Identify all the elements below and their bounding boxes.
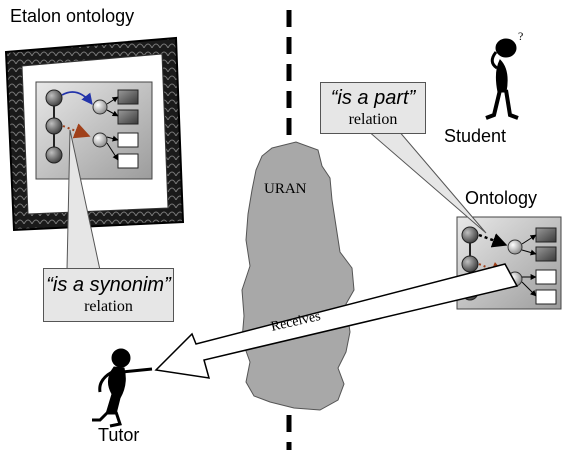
etalon-link-3	[106, 135, 119, 142]
student-label: Student	[444, 126, 507, 146]
tutor-back-arm	[98, 370, 113, 393]
etalon-sphere-top	[92, 99, 108, 115]
etalon-node-top	[45, 89, 63, 107]
synonym-callout-caption: relation	[84, 298, 133, 315]
ontology-link-4	[521, 281, 537, 297]
tutor-figure	[92, 348, 153, 428]
synonym-callout: “is a synonim” relation	[43, 268, 174, 322]
part-arrow	[478, 233, 508, 248]
ontology-box-2	[535, 246, 557, 262]
etalon-link-2	[106, 109, 119, 117]
student-legs	[485, 89, 519, 120]
student-head	[495, 38, 517, 58]
ontology-box-4	[535, 289, 557, 305]
tutor-pointing-arm	[121, 367, 153, 374]
ontology-label: Ontology	[465, 188, 538, 208]
receives-arrow: Receives	[154, 263, 519, 379]
student-figure: ?	[485, 29, 523, 120]
etalon-link-4	[106, 142, 119, 161]
student-body	[495, 59, 508, 93]
part-callout-caption: relation	[348, 111, 398, 128]
part-callout-emphasis: “is a part”	[330, 87, 416, 109]
ontology-node-mid	[461, 255, 479, 273]
etalon-link-1	[106, 96, 119, 105]
etalon-box-2	[117, 109, 139, 125]
ontology-box-3	[535, 269, 557, 285]
etalon-box-1	[117, 89, 139, 105]
synonym-arrow	[61, 91, 93, 105]
ontology-sphere-top	[507, 239, 523, 255]
ontology-link-2	[521, 249, 537, 256]
tutor-head	[111, 348, 131, 368]
receives-arrow-shape	[154, 263, 519, 379]
ontology-node-top	[461, 226, 479, 244]
ontology-link-1	[521, 234, 537, 245]
synonym-callout-emphasis: “is a synonim”	[46, 274, 171, 296]
etalon-node-mid	[45, 117, 63, 135]
ontology-box-1	[535, 227, 557, 243]
etalon-box-4	[117, 153, 139, 169]
uran-label: URAN	[264, 181, 307, 197]
etalon-ontology-picture	[4, 36, 185, 232]
etalon-node-bottom	[45, 146, 63, 164]
part-callout: “is a part” relation	[320, 82, 426, 134]
etalon-box-3	[117, 132, 139, 148]
etalon-title: Etalon ontology	[10, 6, 135, 26]
student-arm	[490, 51, 498, 70]
tutor-label: Tutor	[98, 425, 140, 445]
etalon-sphere-bottom	[92, 132, 108, 148]
question-mark-icon: ?	[518, 29, 523, 43]
tutor-legs	[92, 410, 122, 428]
